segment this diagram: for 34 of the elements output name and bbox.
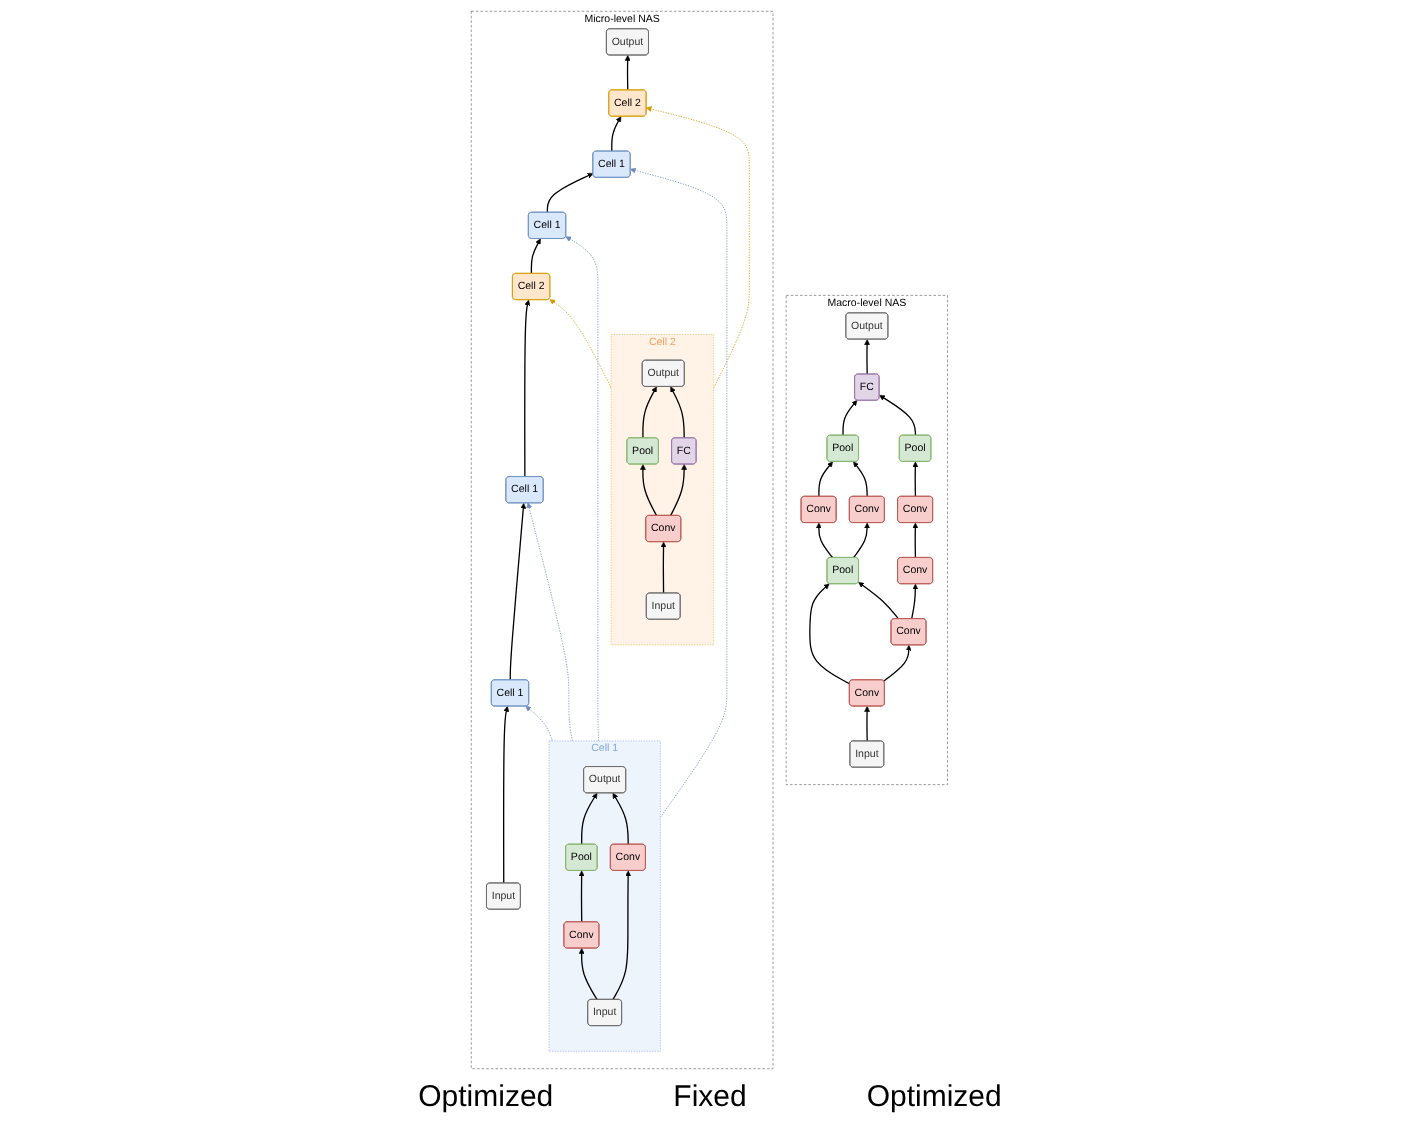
arrow: [510, 502, 527, 681]
arrow: [670, 386, 686, 439]
arrow: [816, 522, 834, 559]
arrow: [913, 522, 919, 559]
arrow: [853, 522, 871, 559]
arrow: [642, 386, 658, 439]
panel-caption: Optimized: [866, 1080, 1002, 1114]
arrow: [524, 299, 531, 478]
arrow: [531, 238, 542, 275]
panel-caption: Fixed: [673, 1080, 747, 1114]
arrow: [853, 461, 869, 498]
arrow: [612, 870, 632, 1001]
arrow: [858, 582, 900, 620]
arrow: [579, 948, 599, 1001]
arrow: [547, 172, 594, 214]
arrow: [864, 706, 871, 742]
arrow: [613, 792, 630, 846]
arrow: [625, 55, 632, 91]
arrow: [579, 870, 586, 923]
arrow: [809, 583, 851, 685]
arrow: [883, 644, 913, 682]
panel-caption: Optimized: [418, 1080, 554, 1114]
arrow: [864, 339, 871, 375]
arrow: [911, 583, 919, 620]
arrow: [661, 541, 667, 594]
arrow: [581, 792, 598, 846]
arrow: [842, 400, 858, 437]
arrow: [818, 461, 834, 498]
arrow: [913, 461, 919, 498]
arrow: [503, 706, 510, 884]
arrow: [640, 464, 658, 517]
arrow: [879, 394, 917, 437]
arrow: [670, 464, 688, 517]
arrow: [611, 116, 622, 152]
